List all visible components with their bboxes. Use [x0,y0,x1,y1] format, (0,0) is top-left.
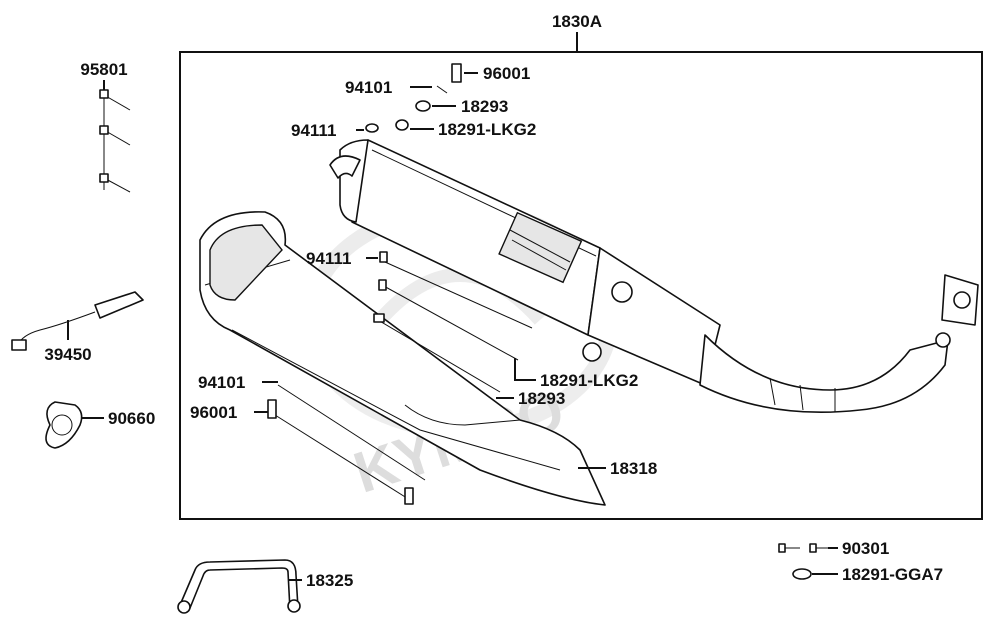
label-90301: 90301 [842,539,889,558]
pipe-clamp [45,401,83,449]
label-90660: 90660 [108,409,155,428]
label-96001-bottom: 96001 [190,403,237,422]
label-94101-bottom: 94101 [198,373,245,392]
assembly-label: 1830A [552,12,602,31]
label-39450: 39450 [44,345,91,364]
label-18293-mid: 18293 [518,389,565,408]
gasket-ring [792,568,812,580]
label-18325: 18325 [306,571,353,590]
top-fasteners [365,63,462,133]
label-18291-LKG2-mid: 18291-LKG2 [540,371,638,390]
assembly-frame [179,51,983,520]
label-18318: 18318 [610,459,657,478]
lower-fasteners [267,384,426,505]
muffler-bracket [177,559,301,614]
label-95801: 95801 [80,60,127,79]
label-94111-mid: 94111 [306,249,351,268]
o2-sensor [11,291,144,351]
middle-fasteners [373,251,533,393]
label-18293-top: 18293 [461,97,508,116]
heat-shield [199,211,606,506]
label-94111-top: 94111 [291,121,336,140]
label-96001-top: 96001 [483,64,530,83]
bolt-set [99,89,131,193]
label-18291-GGA7: 18291-GGA7 [842,565,943,584]
label-94101-top: 94101 [345,78,392,97]
label-18291-LKG2-top: 18291-LKG2 [438,120,536,139]
small-screws [778,543,828,553]
muffler [329,139,979,414]
